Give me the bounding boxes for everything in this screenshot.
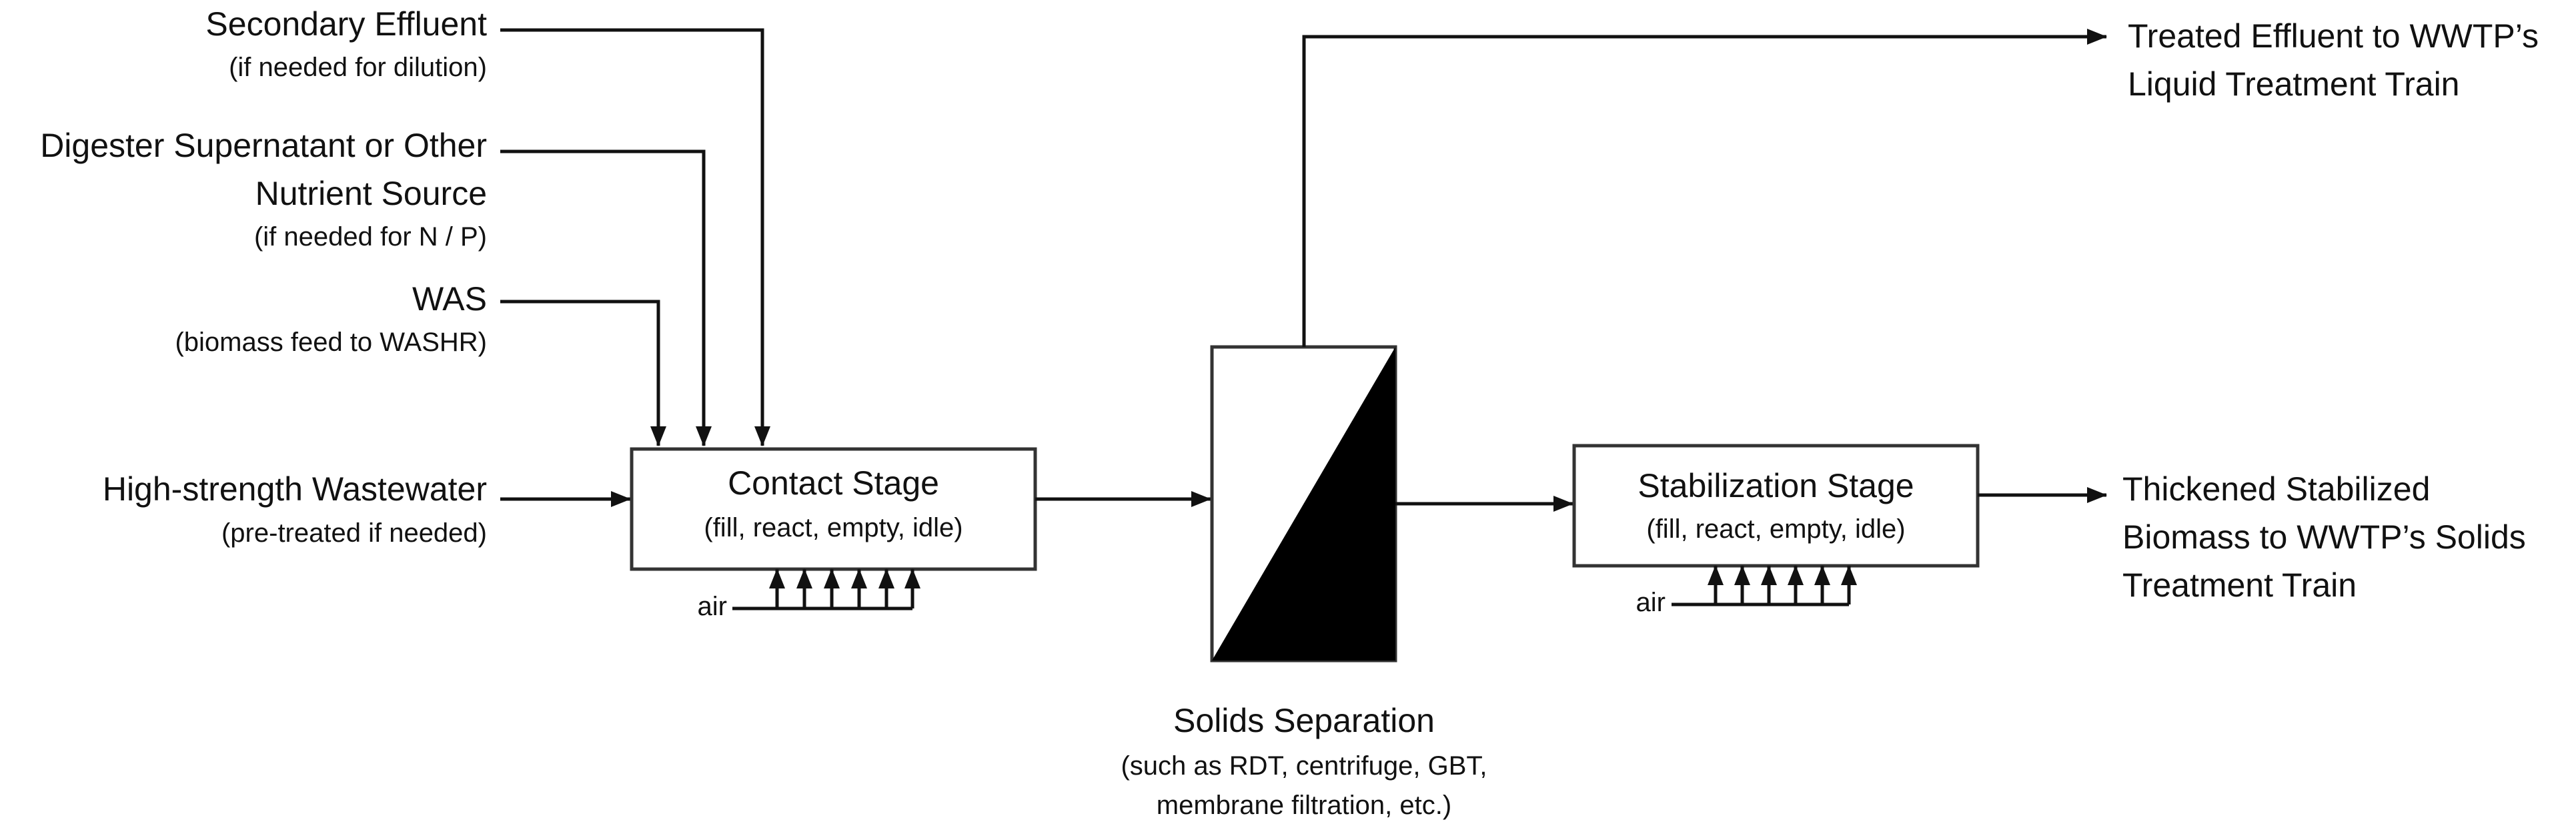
was-flow-line — [500, 300, 666, 446]
thickened-biomass-label-line3: Treatment Train — [2122, 566, 2357, 604]
solids-separation-title: Solids Separation — [1173, 702, 1435, 739]
wastewater-label: High-strength Wastewater — [102, 470, 487, 508]
solids-separation-fill — [1212, 347, 1395, 661]
wastewater-note: (pre-treated if needed) — [221, 518, 487, 548]
contact-aeration-arrows — [732, 568, 920, 610]
was-label: WAS — [412, 280, 487, 318]
stabilization-aeration-arrows — [1672, 565, 1857, 606]
treated-effluent-flow-line — [1302, 29, 2107, 347]
contact-stage-subtitle: (fill, react, empty, idle) — [704, 513, 963, 542]
contact-stage-box — [630, 447, 1037, 571]
treated-effluent-label-line1: Treated Effluent to WWTP’s — [2128, 17, 2539, 55]
contact-stage-title: Contact Stage — [728, 464, 939, 502]
stabilization-stage-title: Stabilization Stage — [1638, 467, 1914, 504]
was-note: (biomass feed to WASHR) — [175, 328, 487, 357]
thickened-biomass-label-line2: Biomass to WWTP’s Solids — [2122, 518, 2526, 556]
solids-separation-note-line2: membrane filtration, etc.) — [1156, 791, 1452, 820]
treated-effluent-label-line2: Liquid Treatment Train — [2128, 65, 2460, 103]
stabilization-air-label: air — [1636, 588, 1666, 617]
stabilization-stage-box — [1572, 444, 1980, 568]
stabilization-stage-subtitle: (fill, react, empty, idle) — [1646, 514, 1906, 544]
thickened-biomass-label-line1: Thickened Stabilized — [2122, 470, 2431, 508]
contact-air-label: air — [697, 592, 727, 621]
digester-supernatant-label-line1: Digester Supernatant or Other — [40, 127, 487, 164]
secondary-effluent-flow-line — [500, 28, 770, 446]
digester-supernatant-label-line2: Nutrient Source — [255, 175, 487, 212]
digester-supernatant-note: (if needed for N / P) — [253, 222, 487, 252]
secondary-effluent-note: (if needed for dilution) — [229, 53, 487, 82]
digester-supernatant-flow-line — [500, 149, 712, 446]
secondary-effluent-label: Secondary Effluent — [205, 5, 487, 43]
solids-separation-note-line1: (such as RDT, centrifuge, GBT, — [1121, 751, 1487, 781]
